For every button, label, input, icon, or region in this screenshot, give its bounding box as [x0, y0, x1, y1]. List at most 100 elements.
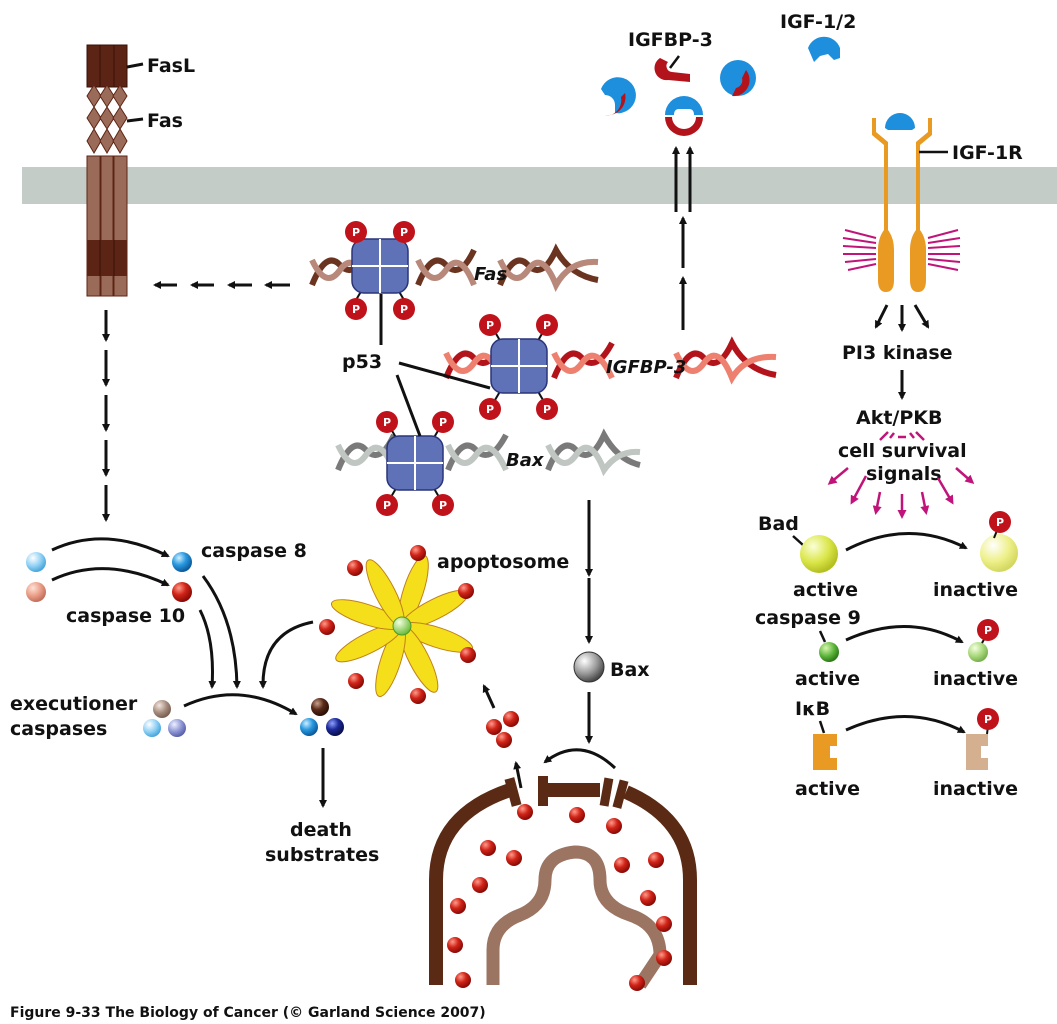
svg-text:P: P [439, 416, 447, 429]
caspase9-active-protein [819, 642, 839, 662]
kinase-activity-rays [842, 229, 961, 271]
executioner-procaspase-2 [143, 719, 161, 737]
svg-text:P: P [486, 319, 494, 332]
bax-pore-arrow [543, 748, 617, 770]
executioner-procaspase-1 [153, 700, 171, 718]
p53-tetramer-fas [351, 231, 409, 301]
caspase8-active [172, 552, 192, 572]
fasl-leader-line [126, 62, 144, 69]
svg-text:P: P [439, 499, 447, 512]
fasl-label: FasL [147, 55, 195, 77]
gene-fas-label: Fas [474, 264, 507, 285]
survival-label-line1: cell survival [838, 440, 967, 462]
p53-label: p53 [342, 351, 382, 373]
igf1r-label: IGF-1R [952, 142, 1023, 164]
ikb-leader-line [818, 720, 826, 734]
gene-bax-label: Bax [506, 450, 545, 471]
executioner-label-line1: executioner [10, 693, 138, 715]
svg-text:P: P [383, 416, 391, 429]
bax-gene-dna [335, 428, 641, 477]
caspase9-phospho-badge: P [977, 619, 999, 641]
bad-inactive-label: inactive [933, 579, 1018, 601]
caspase9-label: caspase 9 [755, 607, 861, 629]
svg-text:P: P [400, 303, 408, 316]
fas-leader-line [126, 117, 144, 123]
ikb-inactive-protein [966, 734, 988, 770]
fas-receptor-complex [86, 44, 128, 297]
igf1r-receptor [872, 113, 932, 292]
survival-label-line2: signals [866, 463, 942, 485]
akt-label: Akt/PKB [856, 407, 943, 429]
caspase9-inactivation-arrow [845, 625, 964, 644]
svg-text:P: P [352, 303, 360, 316]
ikb-label: IκB [795, 698, 830, 720]
fas-label: Fas [147, 110, 183, 132]
ikb-inactivation-arrow [845, 715, 966, 734]
caspase9-active-label: active [795, 668, 860, 690]
caspase8-label: caspase 8 [201, 540, 307, 562]
executioner-procaspase-3 [168, 719, 186, 737]
executioner-activation-arrow [183, 693, 298, 716]
ikb-active-label: active [795, 778, 860, 800]
bad-inactivation-arrow [845, 532, 968, 552]
apoptosome-to-executioner-arrow [258, 620, 314, 689]
bad-inactive-protein [980, 534, 1018, 572]
igfbp3-leader-line [669, 55, 680, 69]
caspase10-to-executioner-arrow [198, 609, 217, 689]
bad-leader-line [792, 535, 804, 546]
caspase8-activation-arrow [51, 537, 170, 558]
bad-active-protein [800, 535, 838, 573]
ikb-inactive-label: inactive [933, 778, 1018, 800]
ikb-phospho-badge: P [977, 708, 999, 730]
cytochrome-release-arrow [513, 761, 523, 789]
igfbp3-protein [654, 58, 690, 82]
svg-text:P: P [352, 226, 360, 239]
bax-protein [573, 651, 605, 683]
svg-text:P: P [984, 624, 992, 637]
caspase9-inactive-protein [968, 642, 988, 662]
p53-tetramer-igfbp3 [490, 331, 548, 401]
pi3k-activation-arrows [874, 304, 930, 400]
bad-label: Bad [758, 513, 799, 535]
executioner-caspase-1 [311, 698, 329, 716]
caspase9-inactive-label: inactive [933, 668, 1018, 690]
pi3k-label: PI3 kinase [842, 342, 953, 364]
plasma-membrane [22, 167, 1057, 204]
igfbp3-label: IGFBP-3 [628, 29, 713, 51]
p53-bax-phospho-badges: P P P P [376, 411, 454, 516]
death-substrates-label-line2: substrates [265, 844, 379, 866]
p53-igfbp3-phospho-badges: P P P P [479, 314, 558, 420]
igfbp3-igf-complexes [601, 58, 756, 136]
caspase8-to-executioner-arrow [201, 575, 241, 689]
procaspase10 [26, 582, 46, 602]
svg-text:P: P [543, 403, 551, 416]
apoptosome-label: apoptosome [437, 551, 569, 573]
akt-activation-marks [879, 431, 925, 441]
executioner-label-line2: caspases [10, 718, 107, 740]
p53-tetramer-bax [386, 428, 444, 498]
executioner-caspase-3 [326, 718, 344, 736]
apoptosome-caspase9-beads [319, 545, 476, 704]
survival-signal-arrows [827, 467, 975, 519]
svg-text:P: P [984, 713, 992, 726]
mitochondrial-cytochrome-c [447, 804, 672, 991]
igfbp3-secretion-arrows [672, 146, 694, 330]
caspase10-active [172, 582, 192, 602]
igf12-label: IGF-1/2 [780, 11, 856, 33]
caspase9-leader-line [818, 630, 827, 643]
svg-text:P: P [383, 499, 391, 512]
svg-text:P: P [996, 516, 1004, 529]
procaspase8 [26, 552, 46, 572]
cytochrome-to-apoptosome-arrow [482, 684, 496, 709]
figure-caption: Figure 9-33 The Biology of Cancer (© Gar… [10, 1005, 486, 1021]
svg-text:P: P [486, 403, 494, 416]
gene-igfbp3-label: IGFBP-3 [606, 357, 686, 378]
igf-ligand [808, 36, 840, 62]
p53-fas-phospho-badges: P P P P [345, 221, 415, 320]
executioner-caspase-2 [300, 718, 318, 736]
released-cytochrome-c [486, 711, 519, 748]
ikb-active-protein [813, 734, 837, 770]
mitochondrion [429, 776, 697, 989]
caspase10-activation-arrow [51, 567, 170, 587]
